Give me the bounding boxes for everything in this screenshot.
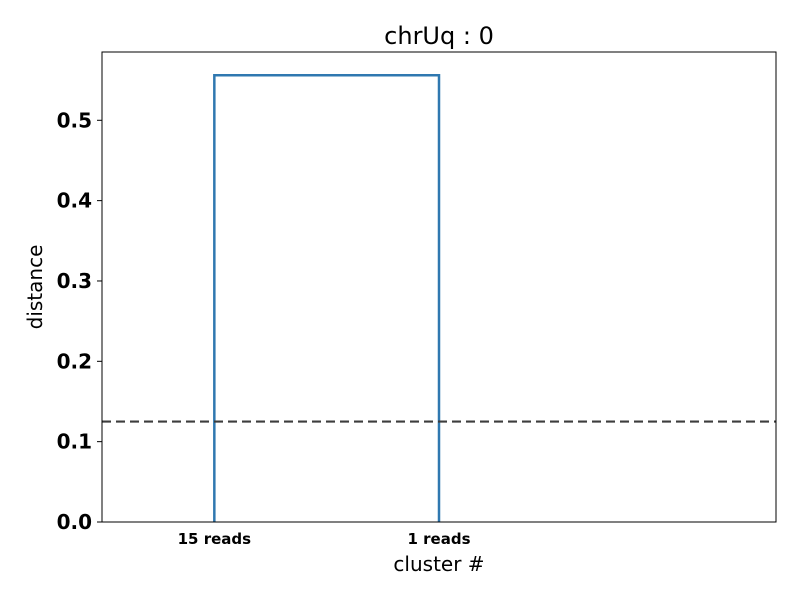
y-tick-label: 0.3 [57,269,92,293]
y-tick-label: 0.4 [57,189,92,213]
dendrogram-link [213,74,441,522]
x-tick-label: 1 reads [407,530,470,548]
chart-title: chrUq : 0 [384,22,494,50]
plot-frame [101,51,777,523]
y-tick-label: 0.1 [57,430,92,454]
y-tick-label: 0.2 [57,349,92,373]
x-axis: 15 reads 1 reads [178,530,471,548]
y-tick-label: 0.0 [57,510,92,534]
y-axis-label: distance [23,245,47,330]
y-axis: 0.0 0.1 0.2 0.3 0.4 0.5 [57,108,102,534]
x-tick-label: 15 reads [178,530,252,548]
x-axis-label: cluster # [393,552,484,576]
y-tick-label: 0.5 [57,108,92,132]
plot-area [102,74,776,522]
